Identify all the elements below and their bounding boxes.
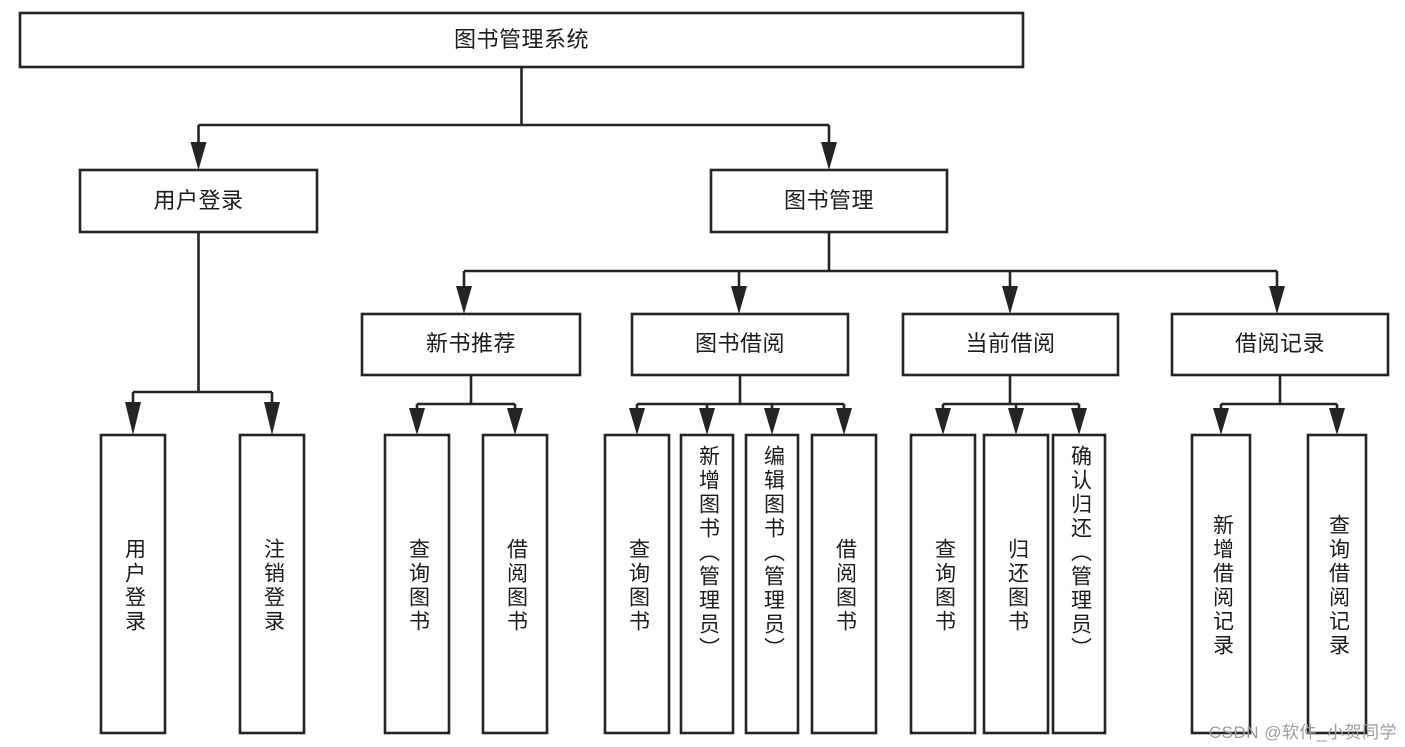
node-box-root[interactable] bbox=[18, 11, 1025, 69]
node-box-leaf-query-book-2[interactable] bbox=[603, 433, 671, 735]
arrow-head-leaf-query-book-3 bbox=[935, 408, 951, 435]
node-box-leaf-borrow-book-1[interactable] bbox=[481, 433, 549, 735]
arrow-head-leaf-query-record bbox=[1329, 408, 1345, 435]
node-box-leaf-user-login[interactable] bbox=[99, 433, 167, 735]
arrow-head-leaf-edit-book bbox=[764, 408, 780, 435]
arrow-head-leaf-return-book bbox=[1008, 408, 1024, 435]
node-box-leaf-add-record[interactable] bbox=[1190, 433, 1252, 735]
arrow-head-new-book-rec bbox=[456, 286, 472, 314]
node-box-current-borrow[interactable] bbox=[901, 312, 1120, 377]
node-box-leaf-logout[interactable] bbox=[238, 433, 306, 735]
node-box-new-book-rec[interactable] bbox=[360, 312, 582, 377]
node-box-book-manage[interactable] bbox=[709, 168, 949, 234]
node-box-borrow-record[interactable] bbox=[1170, 312, 1390, 377]
node-box-leaf-edit-book[interactable] bbox=[744, 433, 800, 735]
arrow-head-leaf-add-record bbox=[1213, 408, 1229, 435]
node-box-leaf-query-book-3[interactable] bbox=[909, 433, 977, 735]
arrow-head-leaf-confirm-return bbox=[1071, 408, 1087, 435]
watermark-label: CSDN @软件_小贺同学 bbox=[1208, 723, 1397, 742]
arrow-head-leaf-query-book-1 bbox=[409, 408, 425, 435]
arrow-head-book-borrow bbox=[731, 286, 747, 314]
node-box-book-borrow[interactable] bbox=[630, 312, 850, 377]
arrow-head-user-login bbox=[190, 142, 207, 170]
node-box-leaf-return-book[interactable] bbox=[982, 433, 1050, 735]
connector-group-root bbox=[190, 67, 837, 170]
node-box-leaf-add-book[interactable] bbox=[679, 433, 735, 735]
connector-group-book-borrow bbox=[629, 375, 852, 435]
connector-group-user-login bbox=[125, 232, 280, 435]
node-box-leaf-borrow-book-2[interactable] bbox=[810, 433, 878, 735]
arrow-head-leaf-borrow-book-2 bbox=[836, 408, 852, 435]
node-box-leaf-query-book-1[interactable] bbox=[383, 433, 451, 735]
arrow-head-book-manage bbox=[821, 142, 837, 170]
arrow-head-borrow-record bbox=[1269, 286, 1285, 314]
arrow-head-leaf-borrow-book-1 bbox=[507, 408, 523, 435]
connector-group-new-book-rec bbox=[409, 375, 523, 435]
connector-group-borrow-record bbox=[1213, 375, 1345, 435]
arrow-head-leaf-add-book bbox=[699, 408, 715, 435]
connector-group-book-manage bbox=[456, 232, 1285, 314]
node-box-user-login[interactable] bbox=[78, 168, 319, 234]
arrow-head-leaf-query-book-2 bbox=[629, 408, 645, 435]
arrow-head-current-borrow bbox=[1002, 286, 1018, 314]
arrow-head-leaf-logout bbox=[264, 402, 280, 435]
connector-group-current-borrow bbox=[935, 375, 1087, 435]
arrow-head-leaf-user-login bbox=[125, 402, 141, 435]
node-box-leaf-confirm-return[interactable] bbox=[1051, 433, 1107, 735]
node-box-leaf-query-record[interactable] bbox=[1306, 433, 1368, 735]
